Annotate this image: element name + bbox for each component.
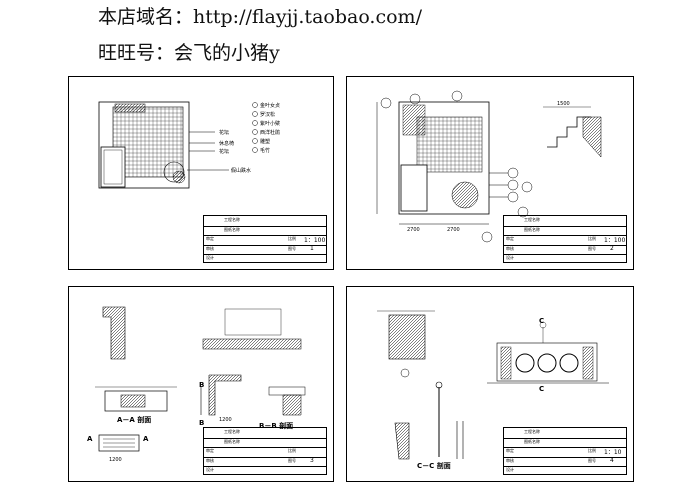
title-block-title: 工程名称 <box>524 429 540 434</box>
legend-item: 毛竹 <box>260 148 271 154</box>
title-block-row: 审定 <box>206 236 214 242</box>
legend-item: 紫叶小檗 <box>260 121 281 127</box>
railing-details-drawing <box>377 310 609 460</box>
sheet-no-value: 2 <box>610 244 614 252</box>
title-block-row: 审定 <box>506 448 514 454</box>
sheet-no-label: 图号 <box>588 457 596 463</box>
sheet-no-value: 3 <box>310 456 314 464</box>
ratio-label: 比例 <box>288 448 296 454</box>
drawing-sheet-2: 2700 2700 1500 工程名称 图纸名称 审定 比例 1：100 审核 图号 2… <box>346 76 634 270</box>
ratio-value: 1：100 <box>604 237 626 245</box>
dim-label: 2700 <box>447 227 460 233</box>
section-mark-a: A <box>87 435 93 443</box>
legend-item: 西洋杜鹃 <box>260 130 281 136</box>
title-block-row: 审核 <box>206 457 214 463</box>
sheet-no-label: 图号 <box>588 245 596 251</box>
label-flowerbed-2: 花坛 <box>219 149 230 155</box>
title-block-row: 审核 <box>206 245 214 251</box>
drawing-sheet-3: A－A 剖面 B－B 剖面 A A B B 1200 1200 工程名称 图纸名… <box>68 286 334 482</box>
sheet-no-value: 4 <box>610 456 614 464</box>
legend-item: 雕塑 <box>260 139 271 145</box>
ratio-value: 1：10 <box>604 449 622 457</box>
label-flowerbed-1: 花坛 <box>219 130 230 136</box>
ratio-label: 比例 <box>588 236 596 242</box>
title-block-row: 审核 <box>506 457 514 463</box>
section-mark-b: B <box>199 419 205 427</box>
title-block-row: 审核 <box>506 245 514 251</box>
section-b-caption: B－B 剖面 <box>259 422 294 430</box>
title-block-row: 审定 <box>206 448 214 454</box>
sections-drawing <box>95 306 306 452</box>
legend-item: 罗汉松 <box>260 112 276 118</box>
title-block-title: 工程名称 <box>524 217 540 222</box>
header-domain: 本店域名：http://flayjj.taobao.com/ <box>98 6 422 28</box>
label-bench: 休息椅 <box>219 141 235 147</box>
dim-label: 1500 <box>557 101 570 107</box>
drawing-sheet-1: 花坛 休息椅 花坛 假山跌水 金叶女贞 罗汉松 紫叶小檗 西洋杜鹃 雕塑 毛竹 … <box>68 76 334 270</box>
legend-item: 金叶女贞 <box>260 103 281 109</box>
title-block-title: 工程名称 <box>224 217 240 222</box>
detail-plan-drawing <box>376 90 602 243</box>
sheet-no-label: 图号 <box>288 245 296 251</box>
drawing-sheet-4: C－C 剖面 C C 工程名称 图纸名称 审定 比例 1：10 审核 图号 4 设计 <box>346 286 634 482</box>
section-mark-c: C <box>539 317 545 325</box>
title-block: 工程名称 图纸名称 审定 比例 1：100 审核 图号 2 设计 <box>503 215 627 263</box>
title-block-row: 设计 <box>506 467 514 473</box>
title-block: 工程名称 图纸名称 审定 比例 1：100 审核 图号 1 设计 <box>203 215 327 263</box>
section-c-caption: C－C 剖面 <box>417 462 451 470</box>
ratio-value: 1：100 <box>304 237 326 245</box>
header-wangwang: 旺旺号：会飞的小猪y <box>98 42 280 64</box>
title-block-subtitle: 图纸名称 <box>224 226 240 232</box>
dim-label: 1200 <box>219 417 232 423</box>
ratio-label: 比例 <box>288 236 296 242</box>
title-block-subtitle: 图纸名称 <box>524 438 540 444</box>
title-block-row: 设计 <box>206 255 214 261</box>
dim-label: 1200 <box>109 457 122 463</box>
sheet-no-value: 1 <box>310 244 314 252</box>
section-mark-b: B <box>199 381 205 389</box>
title-block: 工程名称 图纸名称 审定 比例 1：10 审核 图号 4 设计 <box>503 427 627 475</box>
section-a-caption: A－A 剖面 <box>117 416 152 424</box>
label-rockery: 假山跌水 <box>231 168 252 174</box>
title-block-row: 设计 <box>206 467 214 473</box>
title-block-row: 审定 <box>506 236 514 242</box>
title-block-subtitle: 图纸名称 <box>524 226 540 232</box>
title-block: 工程名称 图纸名称 审定 比例 审核 图号 3 设计 <box>203 427 327 475</box>
section-mark-a: A <box>143 435 149 443</box>
title-block-row: 设计 <box>506 255 514 261</box>
site-plan-drawing <box>98 101 258 189</box>
dim-label: 2700 <box>407 227 420 233</box>
title-block-subtitle: 图纸名称 <box>224 438 240 444</box>
section-mark-c: C <box>539 385 545 393</box>
title-block-title: 工程名称 <box>224 429 240 434</box>
sheet-no-label: 图号 <box>288 457 296 463</box>
ratio-label: 比例 <box>588 448 596 454</box>
